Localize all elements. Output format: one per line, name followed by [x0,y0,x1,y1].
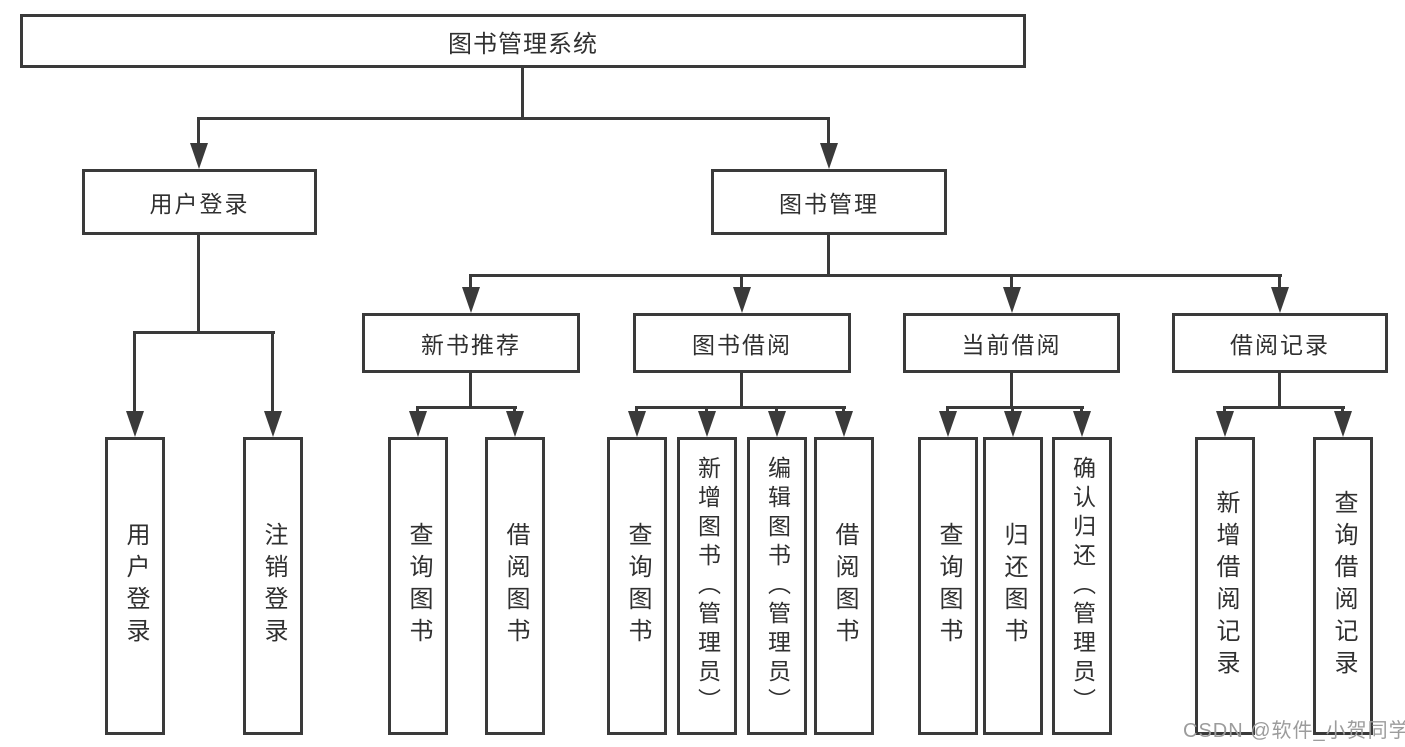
node-label: 借阅图书 [502,522,529,650]
arrow-down-icon [698,411,716,437]
node-label: 图书借阅 [692,332,792,358]
connector-line [134,331,275,334]
node-label: 用户登录 [149,191,250,217]
connector-line [827,117,830,145]
connector-line [1010,373,1013,409]
leaf-borrow-books: 借阅图书 [814,437,874,735]
node-label: 当前借阅 [961,332,1062,358]
connector-line [416,406,419,414]
leaf-add-borrow-record: 新增借阅记录 [1195,437,1255,735]
arrow-down-icon [1216,411,1234,437]
connector-line [417,406,517,409]
leaf-query-books-recommend: 查询图书 [388,437,448,735]
arrow-down-icon [628,411,646,437]
node-label: 确认归还（管理员） [1069,455,1096,717]
node-label: 新增图书（管理员） [694,455,721,717]
arrow-down-icon [1073,411,1091,437]
node-label: 用户登录 [122,522,149,650]
node-borrowing-records: 借阅记录 [1172,313,1388,373]
leaf-query-books-current: 查询图书 [918,437,978,735]
connector-line [1341,406,1344,414]
connector-line [740,373,743,409]
connector-line [197,235,200,333]
connector-line [197,117,830,120]
connector-line [197,117,200,145]
connector-line [946,406,949,414]
leaf-query-books-borrowing: 查询图书 [607,437,667,735]
node-book-borrowing: 图书借阅 [633,313,851,373]
connector-line [470,274,1282,277]
arrow-down-icon [462,287,480,313]
connector-line [1223,406,1345,409]
connector-line [636,406,846,409]
arrow-down-icon [1003,287,1021,313]
csdn-watermark: CSDN @软件_小贺同学 [1183,720,1405,742]
node-label: 新书推荐 [421,332,521,358]
leaf-confirm-return-admin: 确认归还（管理员） [1052,437,1112,735]
connector-line [1080,406,1083,414]
node-label: 查询图书 [405,522,432,650]
arrow-down-icon [409,411,427,437]
node-label: 图书管理系统 [448,30,598,58]
node-label: 借阅记录 [1230,332,1330,358]
node-label: 借阅图书 [831,522,858,650]
connector-line [1010,274,1013,288]
leaf-query-borrow-record: 查询借阅记录 [1313,437,1373,735]
arrow-down-icon [1334,411,1352,437]
connector-line [513,406,516,414]
connector-line [133,331,136,411]
connector-line [705,406,708,414]
arrow-down-icon [733,287,751,313]
node-label: 图书管理 [779,191,879,217]
connector-line [635,406,638,414]
leaf-return-book: 归还图书 [983,437,1043,735]
connector-line [271,331,274,411]
node-current-borrowing: 当前借阅 [903,313,1120,373]
node-new-book-recommend: 新书推荐 [362,313,580,373]
connector-line [521,68,524,118]
arrow-down-icon [190,143,208,169]
connector-line [740,274,743,288]
connector-line [469,373,472,409]
leaf-borrow-books-recommend: 借阅图书 [485,437,545,735]
arrow-down-icon [1271,287,1289,313]
connector-line [946,406,1084,409]
node-label: 新增借阅记录 [1212,490,1239,682]
arrow-down-icon [264,411,282,437]
arrow-down-icon [835,411,853,437]
node-label: 注销登录 [260,522,287,650]
arrow-down-icon [126,411,144,437]
connector-line [842,406,845,414]
connector-line [1278,373,1281,409]
connector-line [1223,406,1226,414]
arrow-down-icon [768,411,786,437]
arrow-down-icon [506,411,524,437]
node-label: 查询借阅记录 [1330,490,1357,682]
connector-line [827,235,830,277]
arrow-down-icon [820,143,838,169]
node-label: 编辑图书（管理员） [764,455,791,717]
node-label: 查询图书 [935,522,962,650]
connector-line [775,406,778,414]
node-label: 归还图书 [1000,522,1027,650]
node-library-management-system: 图书管理系统 [20,14,1026,68]
connector-line [1278,274,1281,288]
node-user-login: 用户登录 [82,169,317,235]
connector-line [469,274,472,288]
leaf-edit-book-admin: 编辑图书（管理员） [747,437,807,735]
node-label: 查询图书 [624,522,651,650]
arrow-down-icon [939,411,957,437]
leaf-user-login: 用户登录 [105,437,165,735]
node-book-management: 图书管理 [711,169,947,235]
leaf-logout: 注销登录 [243,437,303,735]
connector-line [1011,406,1014,414]
arrow-down-icon [1004,411,1022,437]
leaf-add-book-admin: 新增图书（管理员） [677,437,737,735]
